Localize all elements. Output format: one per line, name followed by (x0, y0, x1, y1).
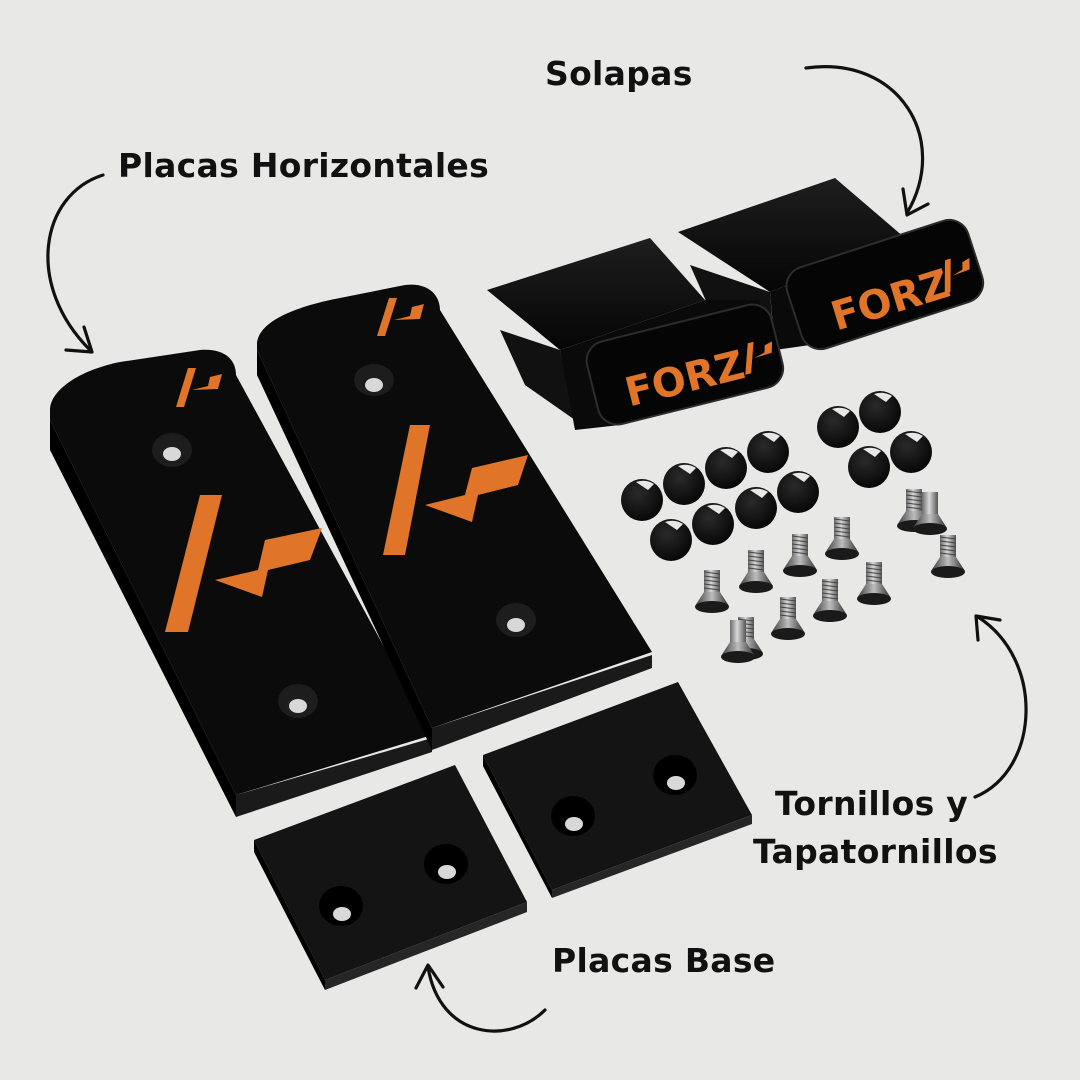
screw-cap (663, 463, 705, 505)
screw (721, 620, 755, 663)
flap-left-logo-mark (745, 341, 772, 375)
label-tornillos-line2: Tapatornillos (753, 832, 998, 871)
arrow-placas-base (426, 965, 547, 1033)
horizontal-plate-left (50, 349, 432, 817)
screw (813, 579, 847, 622)
flap-right-badge (785, 218, 985, 351)
base-plate-left (254, 765, 527, 990)
screw (771, 597, 805, 640)
screw-cap (859, 391, 901, 433)
horizontal-plate-middle (257, 284, 652, 750)
screw (825, 517, 859, 560)
label-tornillos-line1: Tornillos y (775, 784, 969, 823)
flap-left (487, 238, 785, 430)
label-tornillos-y-tapatornillos: Tornillos y Tapatornillos (753, 780, 998, 876)
screw (695, 570, 729, 613)
arrow-placas-horizontales-head (64, 325, 94, 354)
screw-cap (621, 479, 663, 521)
arrow-placas-horizontales (46, 173, 105, 352)
flap-right-logo-mark (944, 258, 970, 294)
screw-cap (747, 431, 789, 473)
arrow-solapas (804, 65, 925, 215)
arrow-solapas-head (901, 187, 930, 217)
arrow-tornillos-head (974, 614, 1002, 642)
screw (913, 492, 947, 535)
screw-caps (621, 391, 932, 561)
label-solapas: Solapas (545, 54, 693, 93)
label-placas-base: Placas Base (552, 941, 776, 980)
flap-left-badge (585, 303, 785, 426)
screw-cap (890, 431, 932, 473)
screw-cap (650, 519, 692, 561)
screw-cap (705, 447, 747, 489)
screw (857, 562, 891, 605)
screw (783, 534, 817, 577)
label-placas-horizontales: Placas Horizontales (118, 146, 490, 185)
screw-cap (817, 406, 859, 448)
screw (739, 550, 773, 593)
screw-cap (735, 487, 777, 529)
arrow-placas-base-head (414, 963, 445, 990)
arrow-tornillos (973, 615, 1028, 799)
screw-cap (848, 446, 890, 488)
screw-cap (692, 503, 734, 545)
screws (695, 489, 965, 663)
screw-cap (777, 471, 819, 513)
base-plate-right (483, 682, 752, 898)
screw (931, 535, 965, 578)
